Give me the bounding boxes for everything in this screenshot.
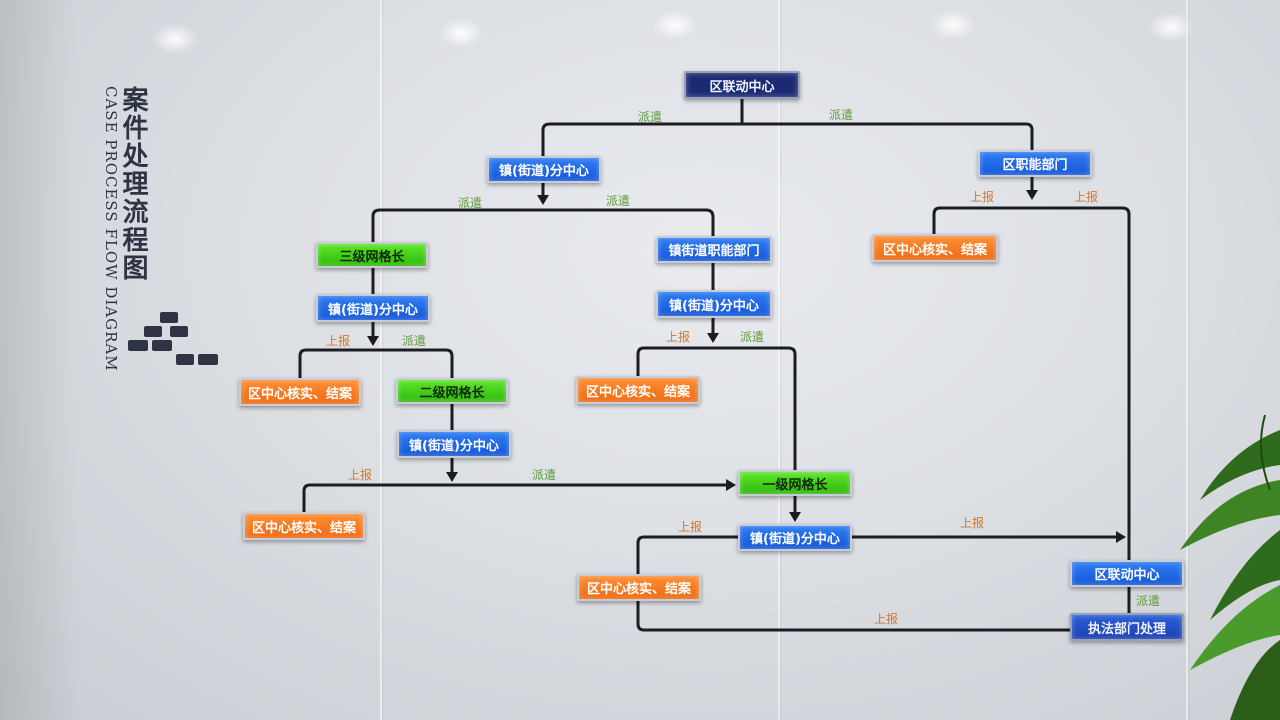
- district-verify-close-node: 区中心核实、结案: [576, 376, 700, 404]
- ceiling-light-reflection: [652, 10, 698, 40]
- ceiling-light-reflection: [152, 24, 198, 54]
- town-subcenter-node: 镇(街道)分中心: [397, 430, 511, 458]
- ceiling-light-reflection: [930, 10, 976, 40]
- wall-panel-seam: [778, 0, 780, 720]
- wall-panel-seam: [1186, 0, 1188, 720]
- dispatch-label: 派遣: [458, 196, 483, 210]
- district-verify-close-node: 区中心核实、结案: [577, 574, 701, 601]
- dispatch-label: 派遣: [740, 330, 765, 344]
- wall-panel-seam: [380, 0, 382, 720]
- report-label: 上报: [1074, 190, 1099, 204]
- level2-grid-leader-node: 二级网格长: [396, 378, 508, 404]
- ceiling-light-reflection: [1148, 12, 1194, 42]
- dispatch-label: 派遣: [829, 108, 854, 122]
- district-linkage-center-node: 区联动中心: [1070, 560, 1184, 587]
- town-subcenter-node: 镇(街道)分中心: [487, 156, 601, 183]
- dispatch-label: 派遣: [532, 468, 557, 482]
- district-verify-close-node: 区中心核实、结案: [243, 512, 365, 540]
- district-department-node: 区职能部门: [978, 150, 1092, 177]
- dispatch-label: 派遣: [606, 194, 631, 208]
- district-linkage-center-node: 区联动中心: [684, 71, 800, 99]
- report-label: 上报: [678, 520, 703, 534]
- org-chart-icon: [128, 312, 218, 365]
- dispatch-label: 派遣: [402, 334, 427, 348]
- district-verify-close-node: 区中心核实、结案: [872, 234, 998, 262]
- report-label: 上报: [970, 190, 995, 204]
- report-label: 上报: [960, 516, 985, 530]
- law-enforcement-node: 执法部门处理: [1070, 613, 1184, 641]
- report-label: 上报: [874, 612, 899, 626]
- dispatch-label: 派遣: [638, 110, 663, 124]
- diagram-title-chinese: 案件处理流程图: [118, 86, 148, 282]
- town-subcenter-node: 镇(街道)分中心: [656, 290, 772, 318]
- level3-grid-leader-node: 三级网格长: [316, 242, 428, 268]
- town-subcenter-node: 镇(街道)分中心: [316, 294, 430, 322]
- dispatch-label: 派遣: [1136, 594, 1161, 608]
- left-shade: [0, 0, 80, 720]
- level1-grid-leader-node: 一级网格长: [738, 470, 852, 496]
- town-street-department-node: 镇街道职能部门: [656, 236, 772, 263]
- ceiling-light-reflection: [438, 18, 484, 48]
- report-label: 上报: [666, 330, 691, 344]
- report-label: 上报: [326, 334, 351, 348]
- diagram-title-english: CASE PROCESS FLOW DIAGRAM: [102, 86, 120, 372]
- report-label: 上报: [348, 468, 373, 482]
- town-subcenter-node: 镇(街道)分中心: [738, 524, 852, 551]
- district-verify-close-node: 区中心核实、结案: [239, 378, 361, 406]
- potted-plant-leaves: [1180, 414, 1280, 720]
